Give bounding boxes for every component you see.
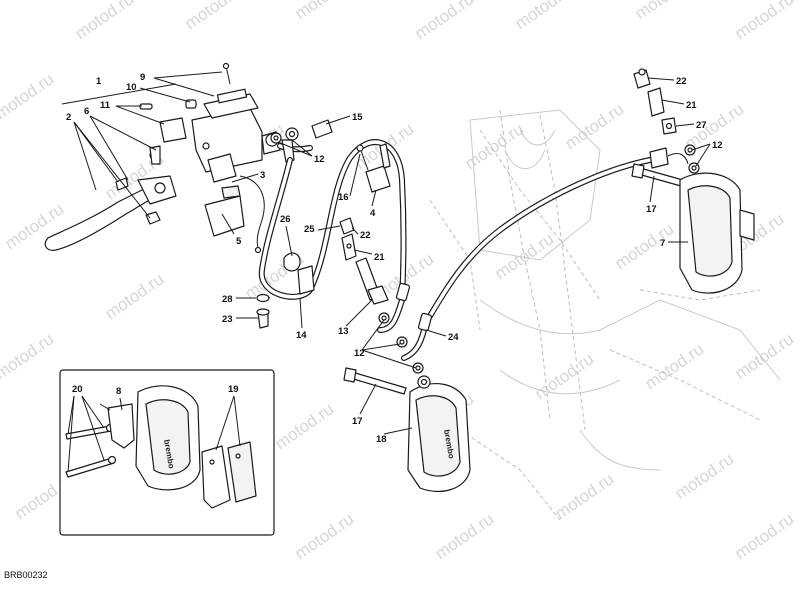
- bleed-valve-right: [633, 68, 677, 135]
- callout-12-lower: 12: [354, 348, 365, 359]
- callout-21-right: 21: [686, 100, 697, 111]
- pad-kit-inset: brembo: [59, 369, 275, 536]
- callout-9: 9: [140, 72, 145, 83]
- watermark-text: motod.ru: [461, 119, 527, 173]
- callout-25: 25: [304, 224, 315, 235]
- banjo-fittings-top: [270, 119, 333, 163]
- callout-6: 6: [84, 106, 89, 117]
- watermark-text: motod.ru: [531, 349, 597, 403]
- callout-17-upper: 17: [646, 204, 657, 215]
- callout-24: 24: [448, 332, 459, 343]
- caliper-7: [679, 172, 755, 294]
- watermark-text: motod.ru: [641, 339, 707, 393]
- callout-1: 1: [96, 76, 102, 87]
- callout-10: 10: [126, 82, 137, 93]
- washers-lower: [378, 312, 424, 374]
- callout-12-right: 12: [712, 140, 723, 151]
- watermark-text: motod.ru: [0, 69, 57, 123]
- callout-11: 11: [100, 100, 111, 111]
- watermark-text: motod.ru: [611, 219, 677, 273]
- callout-14: 14: [296, 330, 307, 341]
- callout-16: 16: [338, 192, 349, 203]
- callout-27: 27: [696, 120, 707, 131]
- brake-pipe-13: [355, 257, 389, 305]
- watermark-text: motod.ru: [511, 0, 577, 33]
- callout-21-center: 21: [374, 252, 385, 263]
- watermark-text: motod.ru: [411, 0, 477, 43]
- callout-26: 26: [280, 214, 291, 225]
- callout-18: 18: [376, 434, 387, 445]
- watermark-text: motod.ru: [291, 0, 357, 23]
- caliper-18: brembo: [407, 375, 471, 492]
- watermark-text: motod.ru: [551, 469, 617, 523]
- callout-19: 19: [228, 384, 239, 395]
- watermark-text: motod.ru: [291, 509, 357, 563]
- callout-2: 2: [66, 112, 71, 123]
- callout-7: 7: [660, 238, 665, 249]
- banjo-fittings-right: [649, 144, 700, 174]
- callout-22-right: 22: [676, 76, 687, 87]
- watermark-text: motod.ru: [71, 0, 137, 43]
- callout-22-center: 22: [360, 230, 371, 241]
- distributor-block: [356, 143, 391, 193]
- callout-labels: 1 2 3 4 5 6 7 8 9 10 11 12 13 14 15 16 1…: [66, 72, 723, 445]
- callout-28: 28: [222, 294, 233, 305]
- watermark-text: motod.ru: [0, 329, 57, 383]
- callout-13: 13: [338, 326, 349, 337]
- watermark-text: motod.ru: [731, 509, 797, 563]
- callout-3: 3: [260, 170, 265, 181]
- watermark-text: motod.ru: [101, 269, 167, 323]
- callout-15: 15: [352, 112, 363, 123]
- watermark-text: motod.ru: [671, 449, 737, 503]
- hose-24: [377, 157, 653, 361]
- watermark-text: motod.ru: [181, 0, 247, 33]
- callout-4: 4: [370, 208, 376, 219]
- callout-8: 8: [116, 386, 121, 397]
- bolt-17-lower: [343, 367, 407, 395]
- grommets-washers-left: [256, 252, 315, 329]
- hose-14: [258, 139, 407, 303]
- callout-12-top: 12: [314, 154, 325, 165]
- callout-5: 5: [236, 236, 242, 247]
- watermark-text: motod.ru: [731, 0, 797, 43]
- callout-20: 20: [72, 384, 83, 395]
- watermark-text: motod.ru: [631, 0, 697, 23]
- leader-lines: [61, 71, 711, 473]
- callout-17-lower: 17: [352, 416, 363, 427]
- brake-lever-assembly: [44, 62, 281, 254]
- watermark-text: motod.ru: [561, 99, 627, 153]
- diagram-code: BRB00232: [4, 570, 48, 580]
- callout-23: 23: [222, 314, 233, 325]
- watermark-text: motod.ru: [731, 329, 797, 383]
- watermark-text: motod.ru: [431, 509, 497, 563]
- bleed-valve-center: [339, 217, 357, 261]
- watermark-text: motod.ru: [271, 399, 337, 453]
